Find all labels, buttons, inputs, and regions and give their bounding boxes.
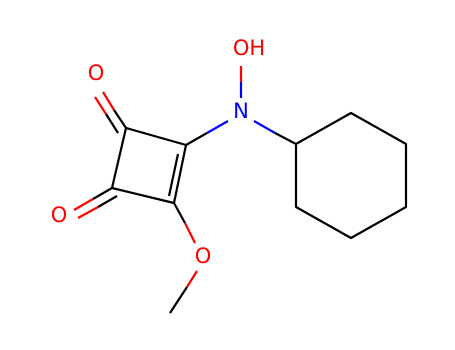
bond-c-n-blue <box>206 120 229 134</box>
bond-ring-right <box>172 144 188 204</box>
bond-c-o-methoxy-red <box>184 222 196 244</box>
bond-o-ch3 <box>169 286 188 314</box>
atom-o-methoxy-label: O <box>195 244 212 268</box>
bond-n-cy <box>274 132 297 145</box>
bond-n-cy-blue <box>253 120 276 134</box>
bond-carbonyl-top-a <box>113 109 127 129</box>
bond-carbonyl-top-b <box>105 113 119 134</box>
bond-carbonyl-left-b <box>97 195 118 208</box>
bond-ring-top <box>125 126 187 147</box>
cyclohexane-ring <box>294 111 408 240</box>
atom-oh-label: OH <box>233 36 265 60</box>
bond-carbonyl-top-a-red <box>102 91 115 111</box>
bond-ring-left <box>110 127 128 189</box>
atom-n-label: N <box>233 99 249 123</box>
bond-carbonyl-top-b-red <box>94 96 107 115</box>
bond-ring-bottom <box>111 186 175 205</box>
bond-c-o-methoxy <box>173 202 186 224</box>
bond-ring-right-double <box>167 153 180 197</box>
atom-o-top-label: O <box>88 61 105 85</box>
bond-carbonyl-left-b-red <box>77 206 99 219</box>
bond-carbonyl-left-a-red <box>73 198 94 211</box>
bond-c-n <box>185 132 208 146</box>
bond-o-ch3-red <box>186 270 198 288</box>
atom-o-left-label: O <box>51 203 68 227</box>
bond-carbonyl-left-a <box>92 187 113 200</box>
